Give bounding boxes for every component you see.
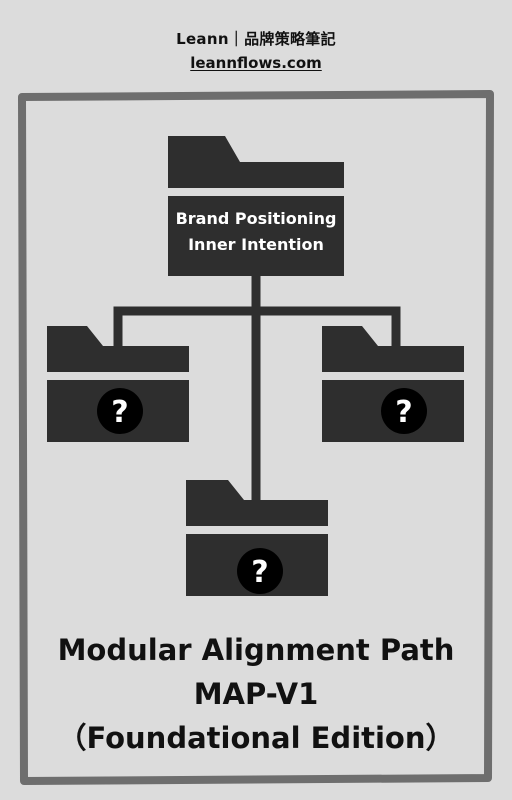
root-label-line1: Brand Positioning (175, 209, 337, 228)
root-label-line2: Inner Intention (188, 235, 324, 254)
page-title: Modular Alignment Path MAP-V1 （Foundatio… (0, 628, 512, 760)
root-folder-icon (168, 136, 344, 276)
right-folder-question-mark: ? (395, 395, 412, 430)
frame-border-rough (18, 91, 493, 785)
site-link[interactable]: leannflows.com (190, 54, 322, 72)
right-folder-icon (322, 326, 464, 442)
title-line3: （Foundational Edition） (57, 721, 455, 755)
connector-lines (113, 267, 401, 507)
root-folder-label: Brand Positioning Inner Intention (168, 206, 344, 258)
title-line1: Modular Alignment Path (57, 633, 455, 667)
bottom-folder-icon (186, 480, 328, 596)
brand-name: Leann｜品牌策略筆記 (176, 30, 336, 48)
title-line2: MAP-V1 (193, 677, 319, 711)
left-folder-question-mark: ? (111, 395, 128, 430)
left-folder-icon (47, 326, 189, 442)
bottom-folder-question-mark: ? (251, 555, 268, 590)
header: Leann｜品牌策略筆記 leannflows.com (0, 28, 512, 72)
